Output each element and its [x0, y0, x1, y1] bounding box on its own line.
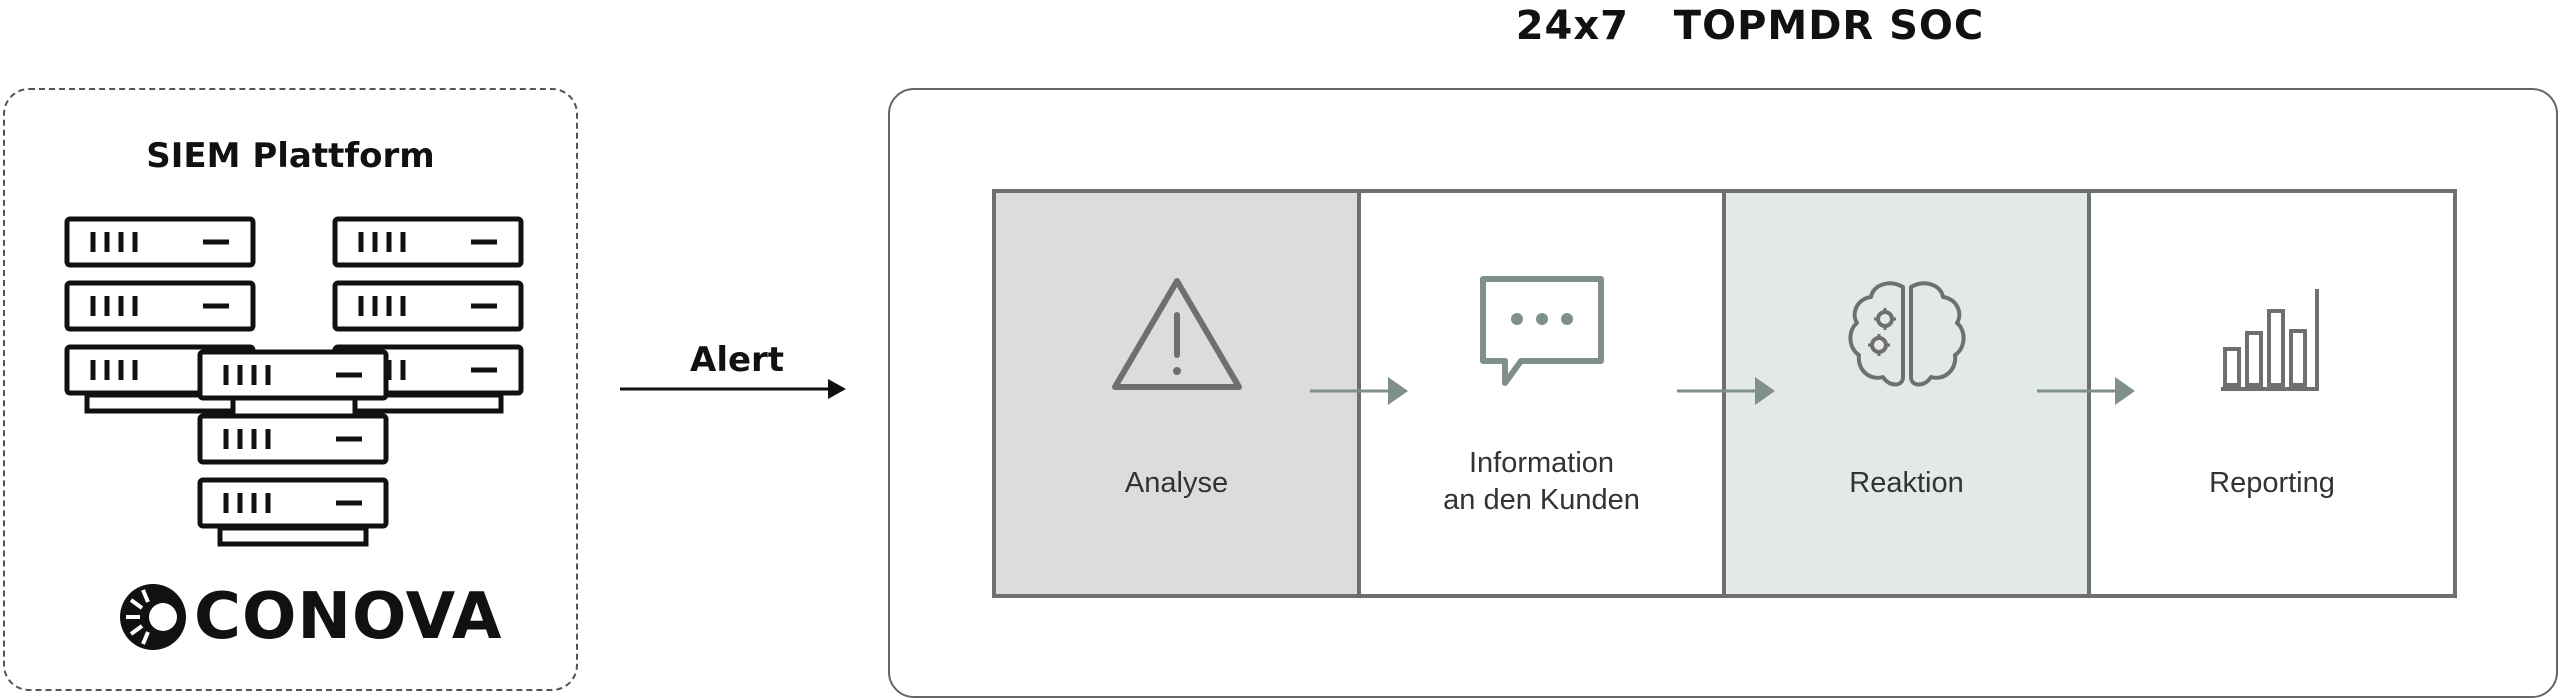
- step-label-reaktion: Reaktion: [1849, 467, 1964, 499]
- server-rack-icon: [55, 205, 525, 555]
- step-analyse: Analyse: [992, 189, 1361, 598]
- step-reaktion: Reaktion: [1722, 189, 2091, 598]
- siem-platform-box: [3, 88, 578, 691]
- alert-label: Alert: [690, 340, 785, 380]
- conova-logo-icon: [120, 584, 186, 650]
- flow-arrow-icon: [1677, 377, 1775, 405]
- siem-platform-title: SIEM Plattform: [146, 136, 435, 176]
- flow-arrow-icon: [1310, 377, 1408, 405]
- step-reporting: Reporting: [2087, 189, 2457, 598]
- brain-gears-icon: [1726, 277, 2087, 397]
- step-label-information-line1: Information: [1468, 447, 1615, 479]
- step-label-analyse: Analyse: [1124, 467, 1229, 499]
- bar-chart-icon: [2091, 281, 2453, 399]
- alert-arrow-icon: [620, 379, 846, 399]
- conova-logo-text: CONOVA: [194, 580, 503, 654]
- soc-box: [888, 88, 2558, 698]
- warning-triangle-icon: [996, 275, 1357, 399]
- flow-arrow-icon: [2037, 377, 2135, 405]
- soc-title: 24x7 TOPMDR SOC: [1515, 3, 1985, 49]
- step-label-information: Information an den Kunden: [1361, 445, 1722, 519]
- step-information: Information an den Kunden: [1357, 189, 1726, 598]
- chat-bubble-icon: [1361, 273, 1722, 397]
- step-label-information-line2: an den Kunden: [1443, 484, 1640, 516]
- step-label-reporting: Reporting: [2209, 467, 2335, 499]
